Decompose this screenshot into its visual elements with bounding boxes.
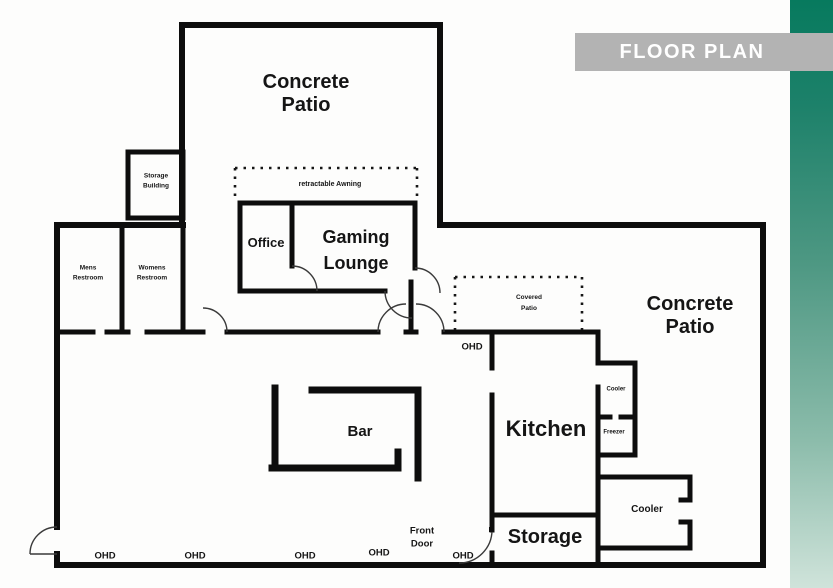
floor-plan-banner: FLOOR PLAN — [575, 33, 833, 71]
bar-counter — [268, 384, 422, 482]
label-ohd-kitchen-wall: OHD — [461, 341, 483, 353]
label-bar: Bar — [347, 423, 373, 440]
door-hinge-mark — [489, 527, 494, 532]
label-retractable-awning: retractable Awning — [298, 180, 362, 188]
label-ohd-2: OHD — [184, 550, 206, 562]
label-ohd-3: OHD — [294, 550, 316, 562]
label-concrete-patio-top: Concrete Patio — [262, 71, 350, 116]
label-ohd-1: OHD — [94, 550, 116, 562]
floor-plan-banner-title: FLOOR PLAN — [619, 40, 765, 63]
label-kitchen: Kitchen — [505, 415, 587, 441]
label-storage-building: Storage Building — [143, 172, 169, 189]
label-front-door: Front Door — [409, 525, 435, 550]
label-storage: Storage — [507, 526, 583, 548]
interior-walls — [54, 149, 693, 568]
label-womens-restroom: Womens Restroom — [136, 264, 168, 282]
label-freezer: Freezer — [603, 429, 625, 436]
label-office: Office — [247, 235, 285, 251]
label-cooler-upper: Cooler — [606, 386, 626, 393]
label-gaming-lounge: Gaming Lounge — [322, 226, 390, 273]
door-arcs — [29, 265, 493, 564]
label-mens-restroom: Mens Restroom — [72, 264, 104, 282]
label-cooler-lower: Cooler — [631, 504, 663, 515]
label-covered-patio: Covered Patio — [515, 293, 542, 312]
label-ohd-4: OHD — [368, 547, 390, 559]
label-concrete-patio-right: Concrete Patio — [646, 293, 734, 338]
label-ohd-5: OHD — [452, 550, 474, 562]
green-gradient-stripe — [790, 0, 833, 588]
